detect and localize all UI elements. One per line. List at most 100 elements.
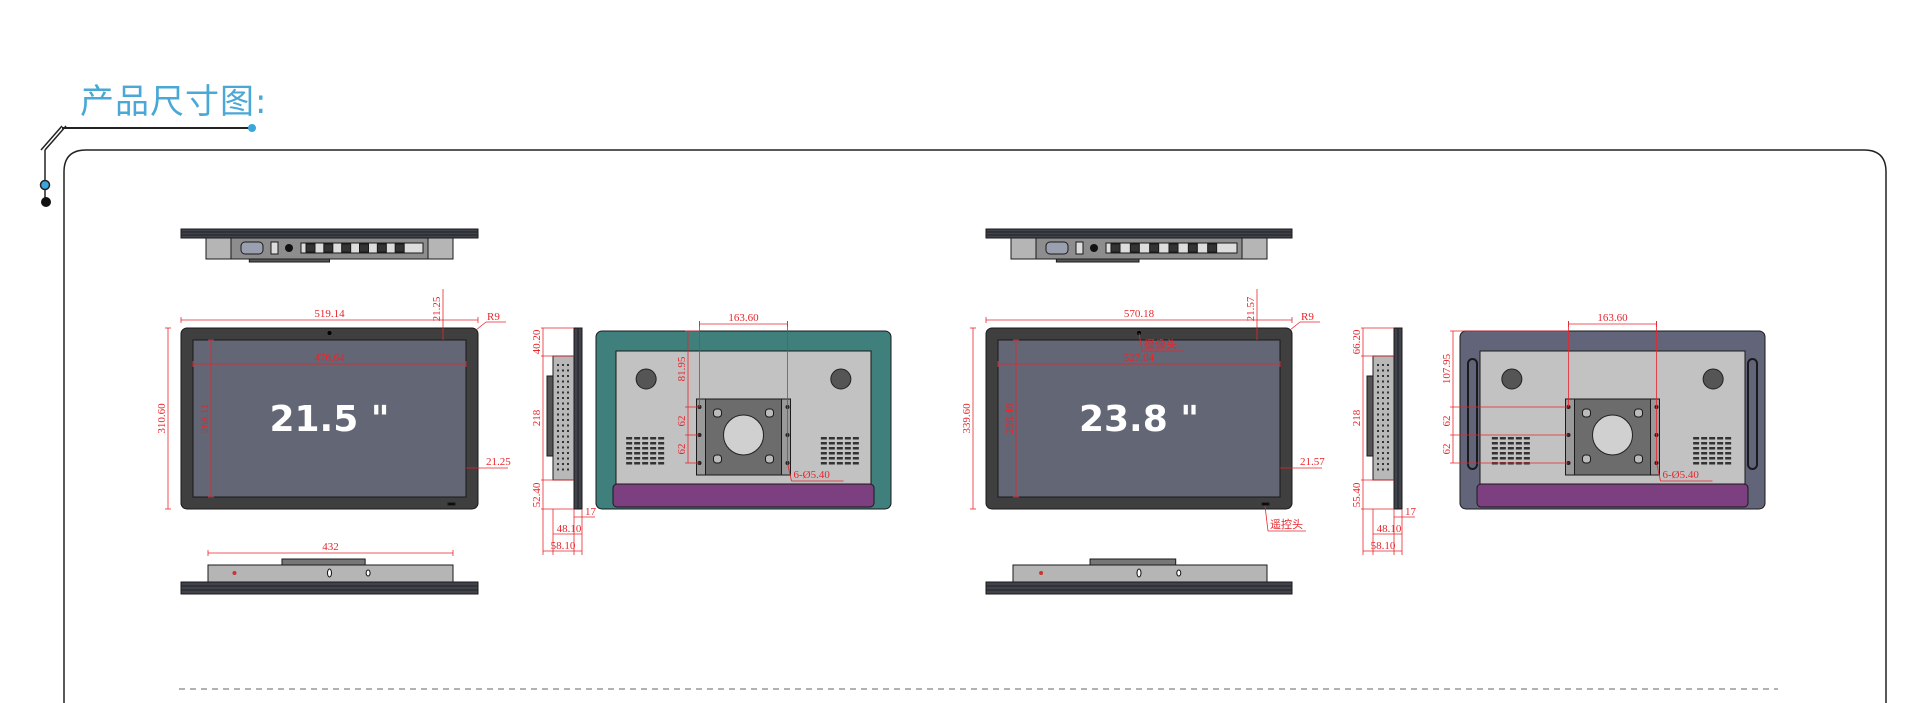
vent-slot [634,452,641,455]
vent-slot [1499,442,1506,445]
rail [985,581,1293,595]
vent-hole [562,452,564,454]
vent-hole [1377,380,1379,383]
overall-height-dim: 339.60 [961,403,973,434]
vent-hole [1387,430,1389,432]
top-view [985,228,1293,263]
keyhole-slot [1634,408,1643,418]
vent-hole [562,380,564,383]
vent-slot [1693,437,1700,440]
vent-slot [1693,457,1700,460]
vent-slot [1507,442,1514,445]
side-bottom-dim: 55.40 [1351,482,1363,507]
vent-slot [828,437,835,440]
keyhole-slot [765,408,774,418]
vent-hole [1387,441,1389,443]
vent-slot [852,457,859,460]
vent-hole [567,397,569,399]
port [305,243,316,253]
vent-slot [1709,457,1716,460]
vent-slot [642,457,649,460]
vent-hole [557,430,559,432]
vent-hole [1387,364,1389,366]
port [359,243,369,253]
power-switch [1075,241,1084,255]
vent-hole [1387,386,1389,388]
vent-hole [1382,452,1384,454]
vent-slot [1709,452,1716,455]
vesa-top-dim: 81.95 [676,356,688,381]
vent-slot [634,462,641,465]
vent-slot [658,437,665,440]
vent-hole [567,380,569,383]
vent-slot [1701,447,1708,450]
vent-hole [1382,386,1384,388]
vent-slot [828,447,835,450]
vent-hole [1387,397,1389,399]
vent-hole [567,386,569,388]
vent-slot [1693,442,1700,445]
vent-hole [1377,457,1379,460]
remote-sensor [1261,502,1270,506]
vent-hole [557,380,559,383]
vent-hole [567,375,569,377]
vent-hole [1382,463,1384,465]
depth-total-dim: 58.10 [1371,540,1396,552]
vent-slot [820,437,827,440]
vent-hole [562,402,564,405]
vent-hole [557,391,559,394]
vent-hole [567,364,569,366]
bottom-view [985,558,1293,595]
vesa-gap1-dim: 62 [676,416,688,427]
side-mid-dim: 218 [531,409,543,426]
vent-hole [1387,419,1389,421]
vent-hole [567,452,569,454]
vent-slot [852,437,859,440]
vesa-top-dim: 107.95 [1441,353,1453,384]
vent-hole [1382,364,1384,366]
vent-slot [828,452,835,455]
vent-slot [642,437,649,440]
top-bezel-dim: 21.25 [431,296,443,321]
vent-slot [650,447,657,450]
port [323,243,334,253]
vent-hole [1382,397,1384,399]
side-connector [546,375,554,457]
vent-slot [650,437,657,440]
content-frame [63,149,1887,703]
vent-slot [1523,437,1530,440]
depth-panel-dim: 17 [585,506,597,518]
dc-jack [1090,244,1098,252]
vent-slot [836,462,843,465]
vent-hole [562,364,564,366]
vent-slot [852,462,859,465]
power-switch [270,241,279,255]
vent-slot [1515,442,1522,445]
vent-slot [1709,442,1716,445]
vent-slot [844,452,851,455]
vent-slot [658,447,665,450]
port [1110,243,1121,253]
vent-slot [650,442,657,445]
vent-slot [1701,442,1708,445]
vent-slot [1491,437,1498,440]
screw-hole [365,569,371,577]
vent-hole [1382,402,1384,405]
depth-total-dim: 58.10 [551,540,576,552]
vent-slot [820,462,827,465]
vent-hole [1382,419,1384,421]
vent-hole [1387,452,1389,454]
vent-slot [828,442,835,445]
vent-slot [1709,437,1716,440]
vent-slot [820,442,827,445]
vent-slot [844,437,851,440]
vent-slot [844,457,851,460]
vent-slot [1725,442,1732,445]
side-mid-dim: 218 [1351,409,1363,426]
dimension-line [1138,332,1143,352]
vent-hole [557,457,559,460]
port [376,243,387,253]
